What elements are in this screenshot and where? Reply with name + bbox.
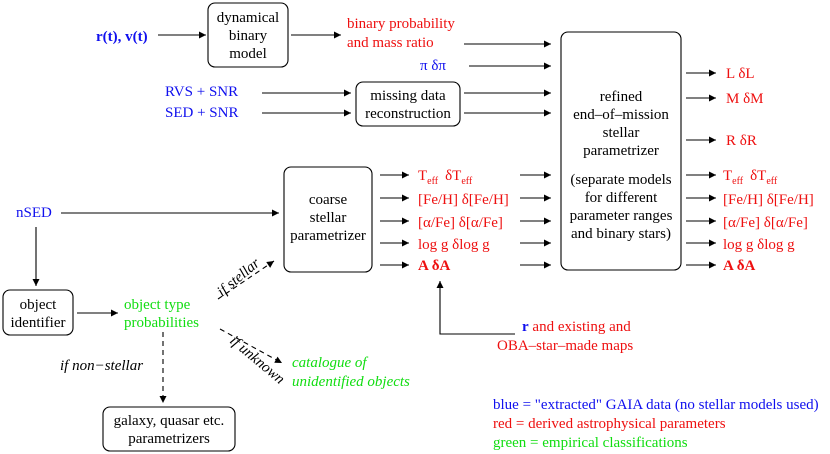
coarse-output-feh: [Fe/H] δ[Fe/H] [418, 192, 509, 208]
binary-probability-label-line2: and mass ratio [347, 35, 434, 51]
refined-output-extinction: A δA [723, 258, 756, 274]
dynamical-box-line3: model [229, 46, 267, 62]
refined-note-line1: (separate models [570, 172, 671, 188]
catalogue-unidentified-line1: catalogue of [292, 355, 368, 371]
legend-green: green = empirical classifications [493, 435, 688, 451]
refined-parametrizer-box [560, 31, 682, 271]
sed-snr-input-label: SED + SNR [165, 105, 238, 121]
if-unknown-label: if unknown [226, 333, 287, 388]
catalogue-unidentified-line2: unidentified objects [292, 374, 410, 390]
dynamical-box-line1: dynamical [217, 10, 279, 26]
refined-output-logg: log g δlog g [723, 237, 795, 253]
if-stellar-label: if stellar [214, 255, 263, 300]
refined-output-L: L δL [726, 66, 755, 82]
object-type-probabilities-line1: object type [124, 297, 191, 313]
refined-note-line3: parameter ranges [570, 208, 673, 224]
arrow-if-stellar [217, 260, 275, 300]
refined-output-afe: [α/Fe] δ[α/Fe] [723, 215, 808, 231]
refined-box-line4: parametrizer [583, 143, 659, 159]
object-type-probabilities-line2: probabilities [124, 315, 199, 331]
refined-note-line4: and binary stars) [571, 226, 671, 242]
legend-red: red = derived astrophysical parameters [493, 416, 726, 432]
dynamical-binary-model-box [207, 2, 289, 68]
coarse-box-line1: coarse [309, 192, 348, 208]
missing-box-line2: reconstruction [365, 106, 451, 122]
refined-output-R: R δR [726, 133, 757, 149]
object-id-line2: identifier [11, 315, 66, 331]
refined-note-line2: for different [585, 190, 658, 206]
maps-label-line2: OBA–star–made maps [497, 338, 633, 354]
arrow-if-unknown [219, 328, 283, 364]
parallax-input-label: π δπ [420, 58, 446, 74]
refined-box-line2: end–of–mission [573, 107, 669, 123]
rt-vt-input-label: r(t), v(t) [96, 29, 148, 45]
missing-data-reconstruction-box [355, 81, 461, 127]
nsed-input-label: nSED [16, 205, 52, 221]
galaxy-box-line1: galaxy, quasar etc. [114, 413, 225, 429]
coarse-box-line3: parametrizer [290, 228, 366, 244]
maps-label-line1: r and existing and [522, 319, 631, 335]
if-non-stellar-label: if non−stellar [60, 358, 143, 374]
coarse-box-line2: stellar [310, 210, 347, 226]
dynamical-box-line2: binary [229, 28, 268, 44]
galaxy-quasar-parametrizers-box [102, 406, 236, 452]
missing-box-line1: missing data [370, 88, 446, 104]
coarse-output-logg: log g δlog g [418, 237, 490, 253]
refined-box-line1: refined [600, 89, 643, 105]
arrow-maps-to-extinction [436, 281, 515, 335]
refined-box-line3: stellar [603, 125, 640, 141]
rvs-snr-input-label: RVS + SNR [165, 84, 238, 100]
coarse-output-extinction: A δA [418, 258, 451, 274]
object-identifier-box [2, 289, 74, 336]
coarse-stellar-parametrizer-box [283, 166, 373, 273]
galaxy-box-line2: parametrizers [128, 431, 210, 447]
object-id-line1: object [20, 297, 57, 313]
refined-output-feh: [Fe/H] δ[Fe/H] [723, 192, 814, 208]
coarse-output-afe: [α/Fe] δ[α/Fe] [418, 215, 503, 231]
binary-probability-label-line1: binary probability [347, 16, 455, 32]
refined-output-M: M δM [726, 91, 764, 107]
legend-blue: blue = "extracted" GAIA data (no stellar… [493, 397, 819, 413]
